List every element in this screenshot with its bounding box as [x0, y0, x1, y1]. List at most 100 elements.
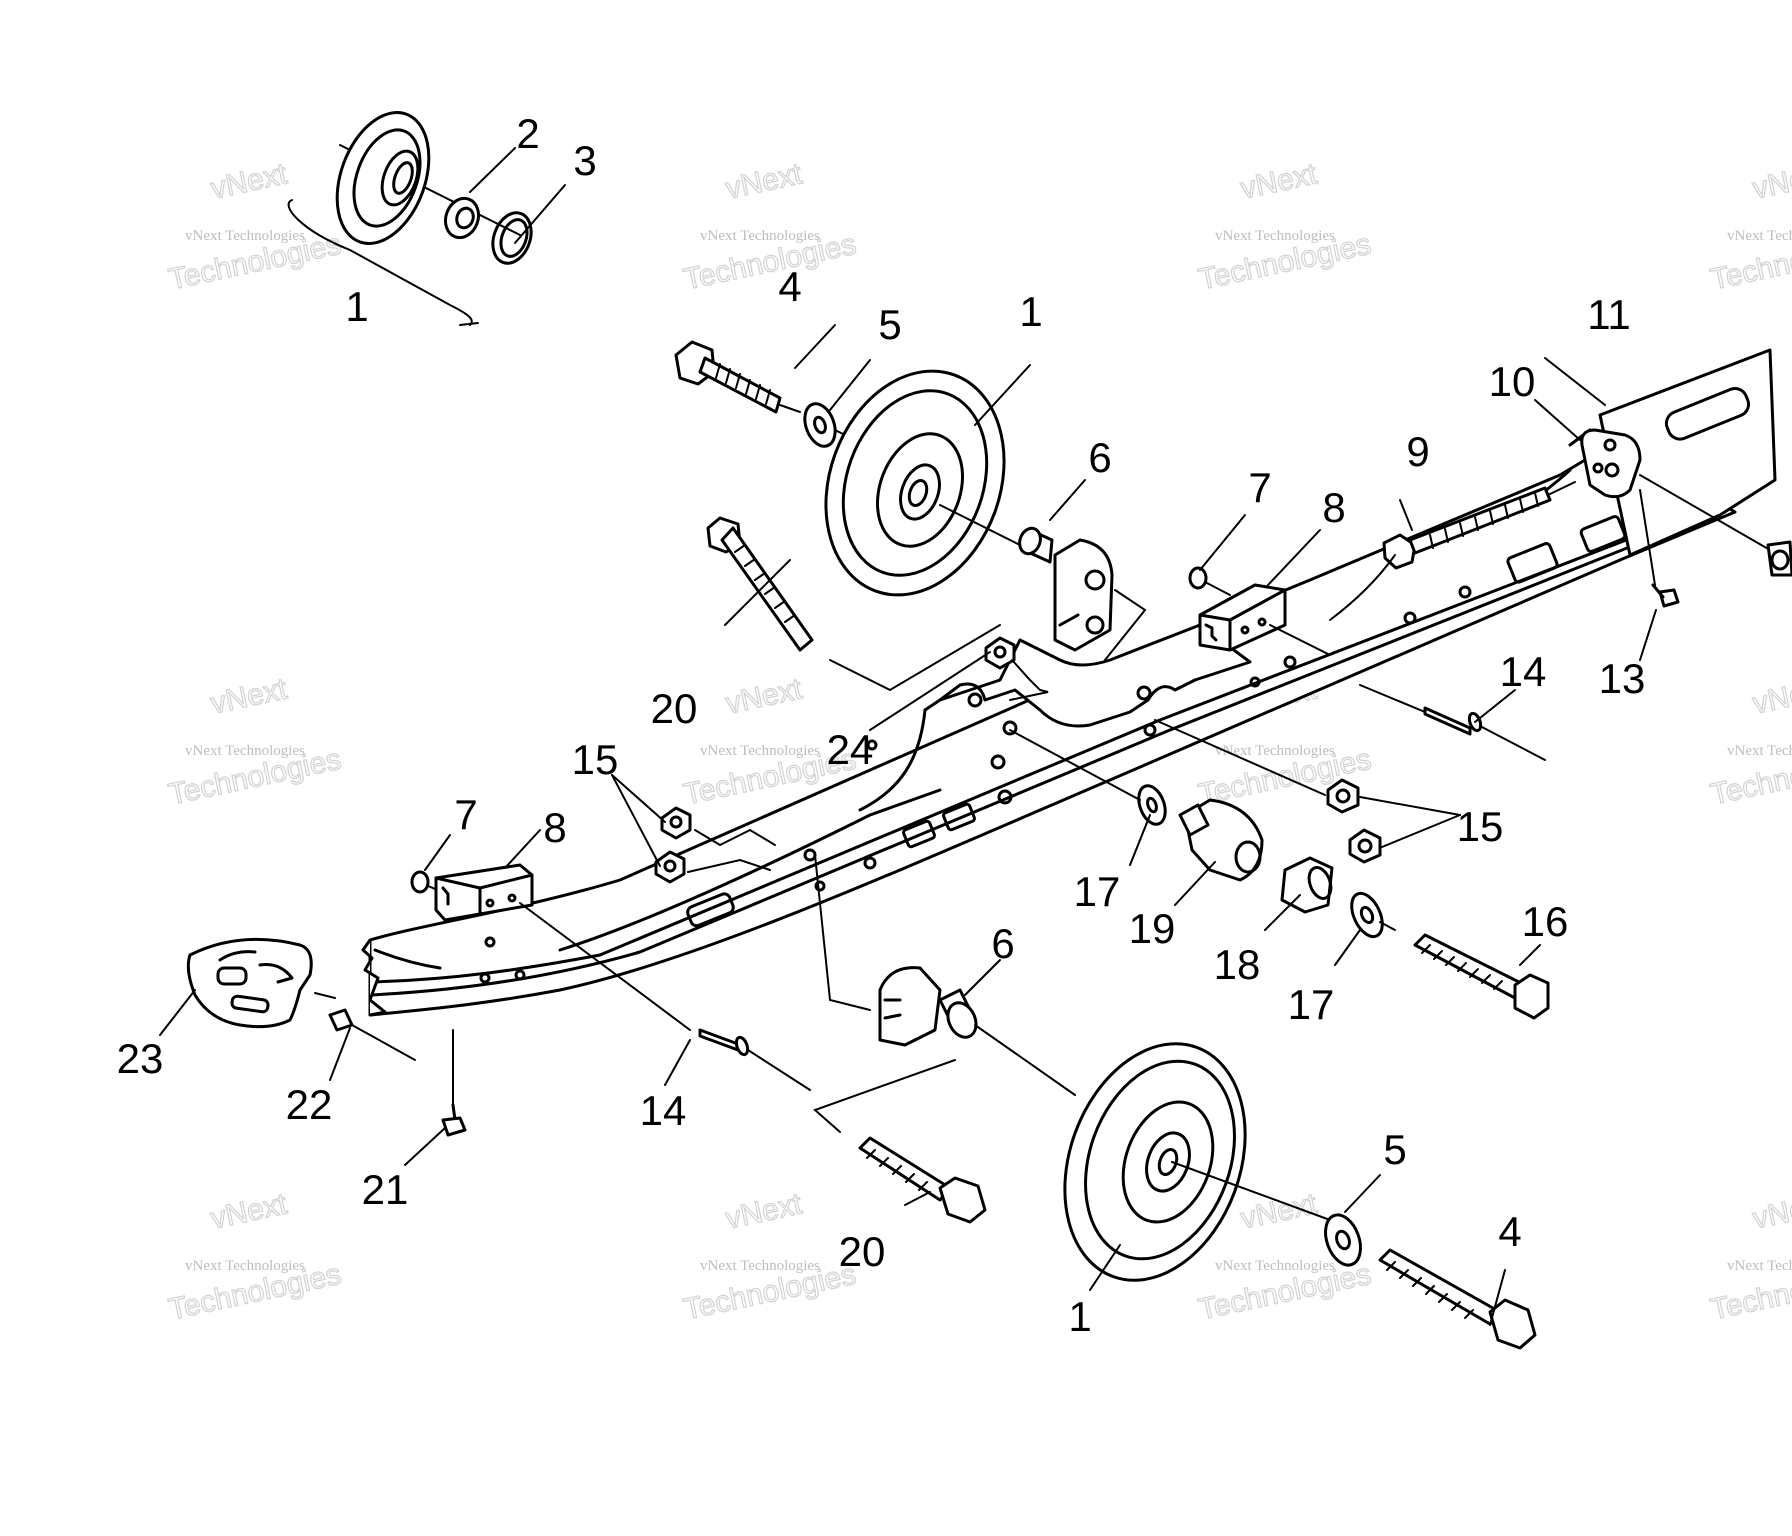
slider-block-8-upper [1198, 583, 1331, 656]
label-part-17-lower: 17 [1288, 981, 1335, 1028]
label-part-6-upper: 6 [1088, 434, 1111, 481]
screw-22 [328, 1008, 416, 1061]
nut-right-edge [1766, 540, 1792, 577]
watermark-brand: vNext Technologies [700, 1258, 820, 1274]
label-part-24: 24 [827, 726, 874, 773]
label-part-20-upper: 20 [651, 685, 698, 732]
tip-plate-23 [186, 937, 336, 1029]
label-part-9: 9 [1406, 428, 1429, 475]
bolt-20-upper [706, 516, 1001, 692]
watermark-vnext: vNext [1750, 672, 1792, 720]
nut-15-left-a [660, 806, 776, 847]
label-part-1-lower: 1 [1068, 1293, 1091, 1340]
watermark-brand: vNext Technologies [1727, 1258, 1792, 1274]
label-part-11: 11 [1587, 291, 1631, 338]
label-part-5-lower: 5 [1383, 1126, 1406, 1173]
watermark: vNext vNext Technologies Technologies [1195, 157, 1374, 297]
label-part-18: 18 [1214, 941, 1261, 988]
watermark: vNext vNext Technologies Technologies [1707, 1187, 1792, 1327]
label-part-6-lower: 6 [991, 920, 1014, 967]
bolt-16 [1413, 933, 1550, 1020]
tail-plate-11 [1568, 348, 1777, 557]
label-part-1-inset: 1 [345, 283, 368, 330]
bracket-10 [1580, 428, 1771, 551]
watermark-brand: vNext Technologies [185, 228, 305, 244]
washer-5-upper [803, 402, 837, 448]
label-part-2: 2 [516, 110, 539, 157]
watermark: vNext vNext Technologies Technologies [165, 1187, 344, 1327]
slider-block-8-lower [434, 863, 691, 1031]
screw-13 [1639, 489, 1680, 608]
label-part-1-upper: 1 [1019, 288, 1042, 335]
watermark-brand: vNext Technologies [185, 1258, 305, 1274]
label-part-14-upper: 14 [1500, 648, 1547, 695]
label-part-22: 22 [286, 1081, 333, 1128]
watermark-vnext: vNext [1750, 1187, 1792, 1235]
spindle-6-upper [1018, 526, 1114, 652]
wheel-inset [335, 111, 431, 245]
snap-ring-inset [491, 211, 533, 265]
label-part-3: 3 [573, 137, 596, 184]
spindle-6-lower [814, 854, 1076, 1096]
pin-14-upper [1359, 684, 1546, 761]
watermark-brand: vNext Technologies [700, 228, 820, 244]
wheel-1-upper [824, 369, 1006, 597]
part-labels: 1 2 3 4 5 1 11 10 6 9 7 8 13 14 20 24 15… [117, 110, 1646, 1340]
watermark: vNext vNext Technologies Technologies [1707, 672, 1792, 812]
watermark-brand: vNext Technologies [700, 743, 820, 759]
spacer-18 [1280, 856, 1334, 914]
pin-14-lower [698, 1028, 811, 1091]
watermark: vNext vNext Technologies Technologies [680, 157, 859, 297]
watermark: vNext vNext Technologies Technologies [165, 672, 344, 812]
watermark: vNext vNext Technologies Technologies [165, 157, 344, 297]
label-part-4-upper: 4 [778, 263, 801, 310]
rail-bracket [938, 623, 1252, 728]
washer-17-upper [1009, 729, 1167, 826]
slide-rail [361, 443, 1737, 1017]
nut-7-upper [1188, 566, 1231, 596]
label-part-16: 16 [1522, 898, 1569, 945]
label-part-23: 23 [117, 1035, 164, 1082]
watermark-brand: vNext Technologies [1215, 743, 1335, 759]
watermark: vNext vNext Technologies Technologies [1707, 157, 1792, 297]
watermark-brand: vNext Technologies [1215, 1258, 1335, 1274]
nut-24 [984, 636, 1049, 701]
nut-15-left-b [654, 850, 771, 884]
watermark: vNext vNext Technologies Technologies [680, 1187, 859, 1327]
inset-wheel-assembly [287, 111, 566, 326]
washer-5-lower [1324, 1213, 1362, 1267]
bolt-20-lower [813, 1059, 987, 1224]
watermark-vnext: vNext [1238, 157, 1321, 205]
watermark-vnext: vNext [208, 157, 291, 205]
nut-15-right-a [1154, 719, 1360, 814]
label-part-19: 19 [1129, 905, 1176, 952]
watermark-vnext: vNext [1750, 157, 1792, 205]
watermark-brand: vNext Technologies [1215, 228, 1335, 244]
screw-21 [441, 1029, 467, 1137]
label-part-17-upper: 17 [1074, 868, 1121, 915]
bearing-inset [443, 196, 481, 240]
label-part-5-upper: 5 [878, 301, 901, 348]
washer-17-lower [1350, 891, 1396, 939]
bolt-9 [1329, 481, 1576, 621]
label-part-7-upper: 7 [1248, 464, 1271, 511]
watermark-vnext: vNext [723, 1187, 806, 1235]
watermark-vnext: vNext [208, 672, 291, 720]
bolt-4-lower [1378, 1248, 1537, 1350]
bracket-assembly-1 [287, 199, 473, 326]
label-part-4-lower: 4 [1498, 1208, 1521, 1255]
label-part-15-left: 15 [572, 736, 619, 783]
label-part-8-lower: 8 [543, 804, 566, 851]
label-part-13: 13 [1599, 655, 1646, 702]
label-part-20-lower: 20 [839, 1228, 886, 1275]
upper-wheel-group [674, 340, 1147, 691]
bolt-4-upper [674, 340, 782, 414]
watermark-brand: vNext Technologies [1727, 228, 1792, 244]
watermark-vnext: vNext [208, 1187, 291, 1235]
label-part-21: 21 [362, 1166, 409, 1213]
leader-lines [159, 324, 1657, 1326]
nut-15-right-b [1348, 828, 1382, 864]
axle-bracket-19 [1178, 798, 1264, 882]
label-part-15-right: 15 [1457, 803, 1504, 850]
